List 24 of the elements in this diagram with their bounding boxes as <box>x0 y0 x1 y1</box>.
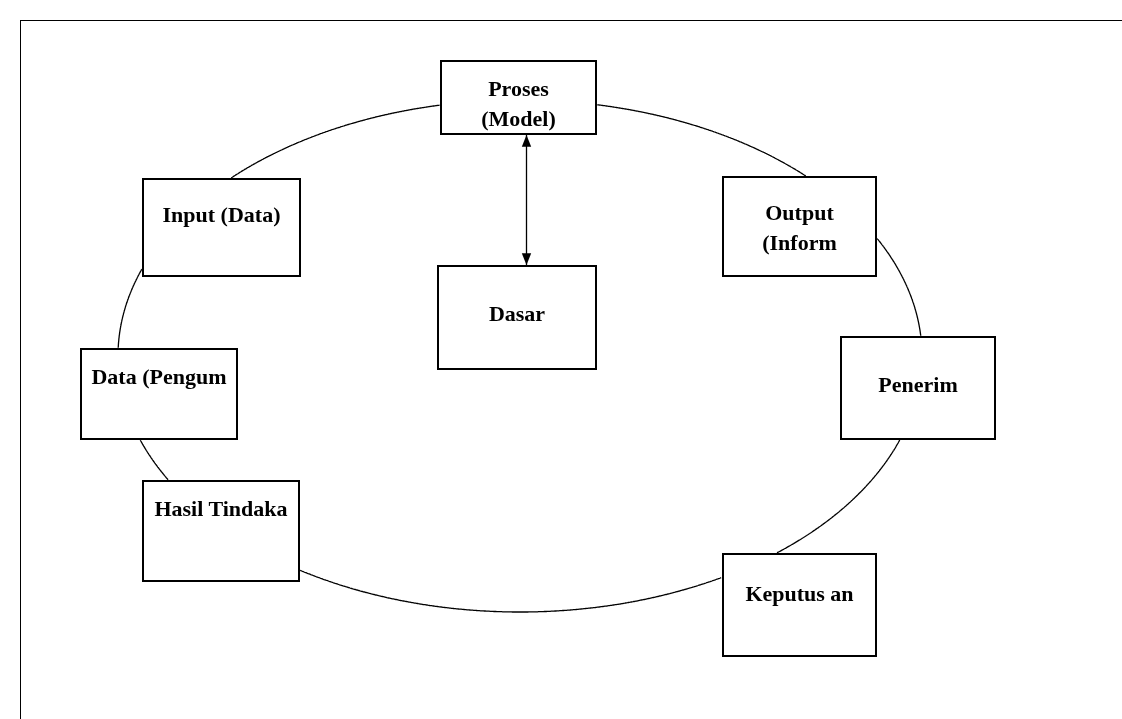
process-box <box>440 60 597 135</box>
ring-line <box>876 237 922 337</box>
box-label: Hasil Tindaka <box>153 495 289 523</box>
ring-line <box>299 569 722 613</box>
box-label: Penerim <box>877 371 959 399</box>
process-box <box>437 265 597 370</box>
ring-line <box>596 104 807 177</box>
box-label: Data (Pengum <box>90 363 228 391</box>
process-box <box>722 176 877 277</box>
box-label: Input (Data) <box>161 201 282 229</box>
ring-line <box>139 439 169 481</box>
box-label: Keputus an <box>744 580 855 608</box>
double-arrow <box>521 134 532 266</box>
process-box <box>142 480 300 582</box>
box-label: Dasar <box>487 300 547 328</box>
process-box <box>722 553 877 657</box>
ring-line <box>776 439 901 554</box>
ring-line <box>117 268 143 349</box>
process-box <box>840 336 996 440</box>
box-label: Output (Inform <box>761 199 838 257</box>
box-label: Proses (Model) <box>480 75 557 133</box>
ring-line <box>230 104 441 179</box>
process-box <box>142 178 301 277</box>
process-box <box>80 348 238 440</box>
